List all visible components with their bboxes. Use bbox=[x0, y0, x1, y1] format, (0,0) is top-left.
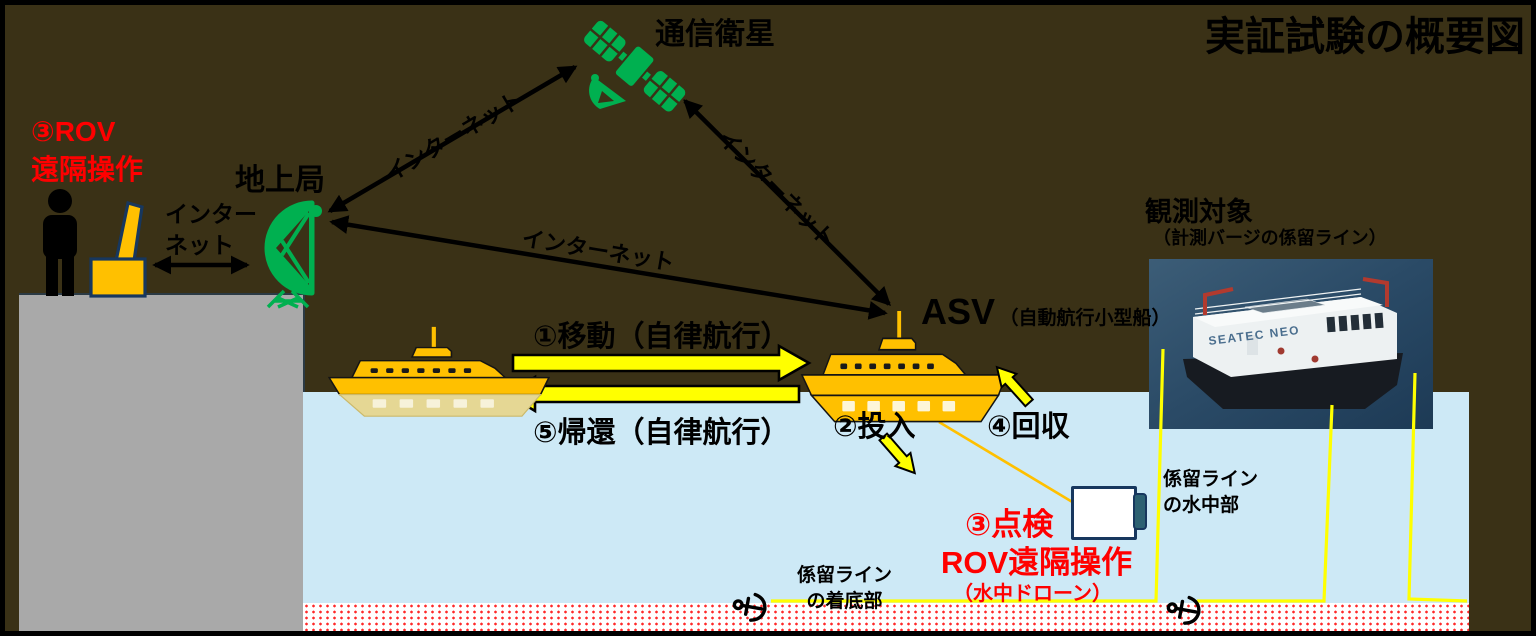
asv-label: ASV （自動航行小型船） bbox=[921, 289, 1171, 336]
operator-task-line1: ③ROV bbox=[31, 116, 116, 147]
wheelhouse-windows bbox=[1326, 312, 1384, 333]
step-inspect-line2: ROV遠隔操作 bbox=[941, 545, 1133, 580]
operator-task-label: ③ROV 遠隔操作 bbox=[31, 113, 143, 189]
asv-subname: （自動航行小型船） bbox=[999, 308, 1171, 329]
observation-target-sublabel: （計測バージの係留ライン） bbox=[1153, 228, 1387, 248]
mooring-bottom-label: 係留ライン の着底部 bbox=[797, 563, 892, 614]
rov-body bbox=[1071, 486, 1137, 540]
ground-station-label: 地上局 bbox=[235, 164, 325, 197]
step-deploy-label: ②投入 bbox=[833, 411, 916, 443]
asv-boat-icon bbox=[798, 311, 1010, 425]
rov-tether bbox=[938, 420, 1075, 505]
rov-fin bbox=[1133, 493, 1147, 530]
ground-station-dish-icon bbox=[248, 200, 332, 309]
connector-overlay bbox=[152, 65, 1468, 603]
barge-photo: SEATEC NEO bbox=[1149, 259, 1433, 429]
operator-person-icon bbox=[31, 188, 93, 298]
satellite-icon bbox=[574, 7, 694, 127]
mooring-lines bbox=[771, 348, 1468, 603]
mooring-bottom-line1: 係留ライン bbox=[797, 565, 893, 586]
observation-target-label: 観測対象 bbox=[1145, 197, 1253, 227]
mooring-underwater-line1: 係留ライン bbox=[1163, 469, 1259, 490]
mooring-underwater-line2: の水中部 bbox=[1163, 494, 1240, 516]
step-inspect-line1: ③点検 bbox=[965, 507, 1054, 542]
deploy-arrow-icon bbox=[878, 432, 917, 475]
satellite-label: 通信衛星 bbox=[655, 18, 775, 51]
mooring-bottom-line2: の着底部 bbox=[806, 590, 883, 612]
sea-water bbox=[303, 392, 1469, 631]
internet-laptop-line2: ネット bbox=[165, 232, 234, 259]
internet-laptop-line1: インター bbox=[165, 201, 257, 227]
barge-solar-panel bbox=[1244, 298, 1326, 314]
crane-right bbox=[1362, 277, 1389, 307]
asv-name: ASV bbox=[921, 291, 996, 332]
porthole bbox=[1277, 347, 1285, 355]
page-title: 実証試験の概要図 bbox=[1205, 15, 1525, 59]
porthole bbox=[1311, 355, 1319, 363]
mooring-underwater-label: 係留ライン の水中部 bbox=[1163, 467, 1258, 518]
seabed bbox=[303, 603, 1469, 631]
boat-left-icon bbox=[325, 325, 553, 419]
step-return-label: ⑤帰還（自律航行） bbox=[533, 417, 790, 449]
barge-door bbox=[1247, 335, 1258, 355]
anchor-icon-left bbox=[728, 584, 774, 630]
barge-railing bbox=[1194, 288, 1362, 310]
laptop-icon bbox=[89, 199, 151, 299]
step-recover-label: ④回収 bbox=[987, 411, 1070, 443]
barge-railing2 bbox=[1194, 293, 1362, 315]
internet-label-laptop: インター ネット bbox=[165, 199, 257, 261]
internet-links bbox=[152, 65, 892, 320]
operator-task-line2: 遠隔操作 bbox=[31, 153, 144, 185]
recover-arrow-icon bbox=[995, 365, 1035, 408]
crane-left bbox=[1203, 287, 1234, 315]
barge-roof bbox=[1193, 297, 1383, 327]
step-move-label: ①移動（自律航行） bbox=[533, 321, 790, 353]
anchor-icon-right bbox=[1162, 587, 1208, 631]
pier-quay bbox=[19, 293, 305, 631]
step-inspect-line3: （水中ドローン） bbox=[953, 583, 1112, 605]
